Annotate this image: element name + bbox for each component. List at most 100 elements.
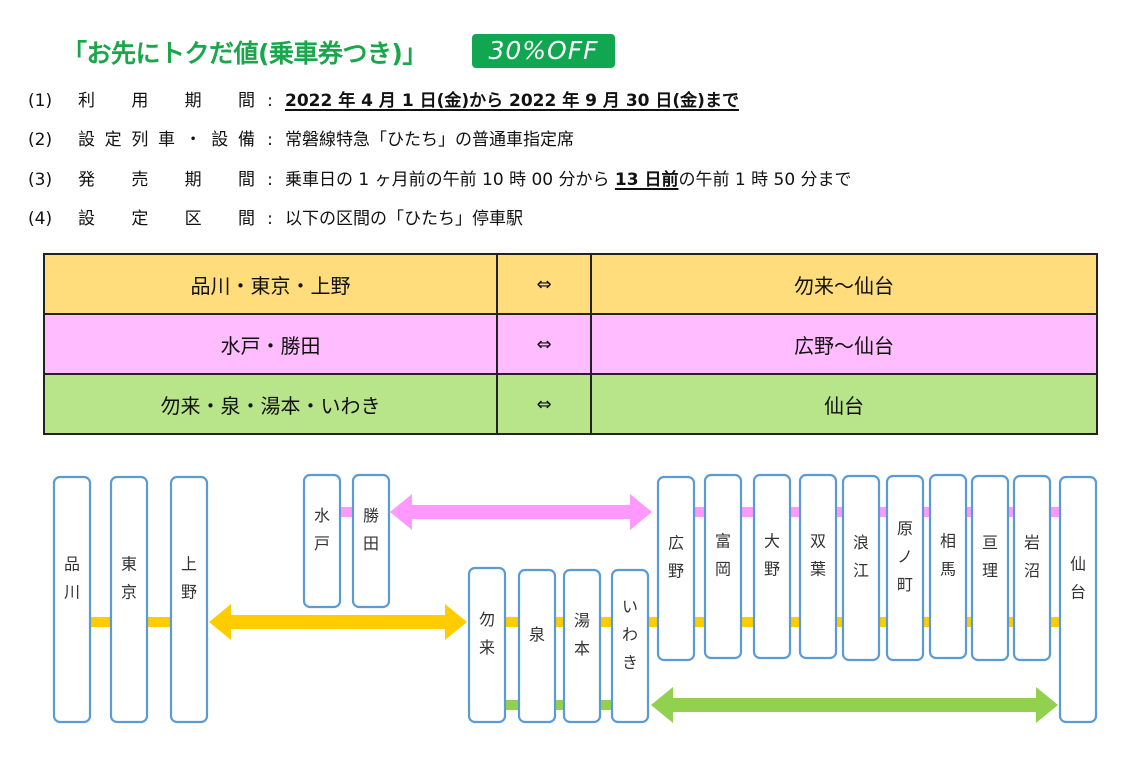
- pink-line-segment: [966, 507, 972, 517]
- station-box: 浪江: [841, 474, 881, 662]
- yellow-line-segment: [600, 617, 612, 627]
- zone-row: 水戸・勝田⇔広野～仙台: [43, 313, 1098, 375]
- station-box-frame: [885, 474, 925, 662]
- station-box-frame: [928, 473, 968, 660]
- item-colon: :: [267, 130, 273, 150]
- station-box-frame: [970, 474, 1010, 662]
- yellow-line-segment: [648, 617, 658, 627]
- station-box: 岩沼: [1012, 474, 1052, 662]
- value-text: 以下の区間の「ひたち」停車駅: [285, 209, 523, 229]
- pink-line-segment: [790, 507, 800, 517]
- station-name-char: 双: [810, 532, 826, 551]
- yellow-line-segment: [836, 617, 843, 627]
- condition-item: (4)設定区間:以下の区間の「ひたち」停車駅: [28, 206, 523, 232]
- station-name-char: 湯: [574, 611, 590, 630]
- item-value: 常磐線特急「ひたち」の普通車指定席: [285, 127, 574, 153]
- station-name-char: 東: [121, 555, 137, 574]
- station-box-frame: [798, 473, 838, 660]
- pink-line-segment: [1008, 507, 1014, 517]
- station-name-char: 水: [314, 506, 330, 525]
- station-name-char: 浪: [853, 533, 869, 552]
- value-text: 乗車日の 1 ヶ月前の午前 10 時 00 分から: [285, 170, 615, 190]
- station-box-frame: [1058, 475, 1098, 724]
- zone-row: 品川・東京・上野⇔勿来～仙台: [43, 253, 1098, 315]
- station-name-char: 仙: [1070, 555, 1086, 574]
- station-name-char: 野: [668, 562, 684, 581]
- zone-from: 水戸・勝田: [43, 313, 498, 375]
- station-box: 相馬: [928, 473, 968, 660]
- pink-line-segment: [879, 507, 887, 517]
- station-name-char: 亘: [982, 533, 998, 552]
- item-colon: :: [267, 170, 273, 190]
- station-name-char: 相: [940, 532, 956, 551]
- station-box: 仙台: [1058, 475, 1098, 724]
- pink-line-segment: [1050, 507, 1060, 517]
- pink-line-segment: [923, 507, 930, 517]
- station-box: 勿来: [467, 566, 507, 724]
- station-name-char: 戸: [314, 534, 330, 553]
- item-colon: :: [267, 209, 273, 229]
- station-name-char: 大: [764, 532, 780, 551]
- emphasized-text: 13 日前: [614, 170, 679, 190]
- yellow-double-arrow: [209, 604, 467, 640]
- item-label: 発売期間: [78, 170, 255, 190]
- pink-double-arrow: [390, 494, 652, 530]
- station-box-frame: [351, 473, 391, 609]
- yellow-line-segment: [879, 617, 887, 627]
- item-value: 乗車日の 1 ヶ月前の午前 10 時 00 分から 13 日前の午前 1 時 5…: [285, 167, 852, 193]
- item-label: 設定列車・設備: [78, 130, 255, 150]
- station-box: 品川: [52, 475, 92, 724]
- item-number: (2): [28, 130, 53, 150]
- station-name-char: 沼: [1024, 561, 1040, 580]
- yellow-line-segment: [790, 617, 800, 627]
- item-number: (3): [28, 170, 53, 190]
- zone-from: 勿来・泉・湯本・いわき: [43, 373, 498, 435]
- station-box: 水戸: [302, 473, 342, 609]
- yellow-line-segment: [923, 617, 930, 627]
- zone-row: 勿来・泉・湯本・いわき⇔仙台: [43, 373, 1098, 435]
- condition-item: (2) 設定列車・設備: 常磐線特急「ひたち」の普通車指定席: [28, 127, 574, 153]
- station-name-char: 理: [982, 561, 998, 580]
- green-double-arrow: [651, 687, 1058, 723]
- pink-line-segment: [836, 507, 843, 517]
- station-name-char: わ: [622, 625, 638, 644]
- condition-item: (3) 発売期間: 乗車日の 1 ヶ月前の午前 10 時 00 分から 13 日前の…: [28, 167, 852, 193]
- station-box-frame: [52, 475, 92, 724]
- station-box: 泉: [517, 568, 557, 724]
- value-text: 常磐線特急「ひたち」の普通車指定席: [285, 130, 574, 150]
- station-name-char: 来: [479, 638, 495, 657]
- station-name-char: い: [622, 597, 638, 616]
- station-name-char: 上: [181, 555, 197, 574]
- station-box-frame: [562, 568, 602, 724]
- item-number: (1): [28, 91, 53, 111]
- station-name-char: 勿: [479, 610, 495, 629]
- station-name-char: 広: [668, 534, 684, 553]
- station-box: 双葉: [798, 473, 838, 660]
- item-value: 2022 年 4 月 1 日(金)から 2022 年 9 月 30 日(金)まで: [285, 88, 739, 114]
- station-box-frame: [656, 475, 696, 662]
- item-label: 設定区間: [78, 209, 255, 229]
- discount-badge: 30%OFF: [472, 34, 615, 68]
- station-name-char: 富: [715, 532, 731, 551]
- zone-to: 仙台: [590, 373, 1098, 435]
- green-line-segment: [600, 700, 612, 710]
- station-box: 亘理: [970, 474, 1010, 662]
- item-label: 利用期間: [78, 91, 255, 111]
- station-box: いわき: [610, 568, 650, 724]
- station-name-char: 岡: [715, 560, 731, 579]
- station-name-char: 馬: [940, 560, 956, 579]
- green-line-segment: [555, 700, 564, 710]
- station-name-char: 江: [853, 561, 869, 580]
- zone-to: 広野～仙台: [590, 313, 1098, 375]
- green-line-segment: [505, 700, 519, 710]
- pink-line-segment: [741, 507, 754, 517]
- station-box: 広野: [656, 475, 696, 662]
- yellow-line-segment: [741, 617, 754, 627]
- item-colon: :: [267, 91, 273, 111]
- station-box: 勝田: [351, 473, 391, 609]
- station-name-char: 京: [121, 583, 137, 602]
- station-box: 大野: [752, 473, 792, 660]
- value-text: の午前 1 時 50 分まで: [678, 170, 852, 190]
- station-name-char: 品: [64, 555, 80, 574]
